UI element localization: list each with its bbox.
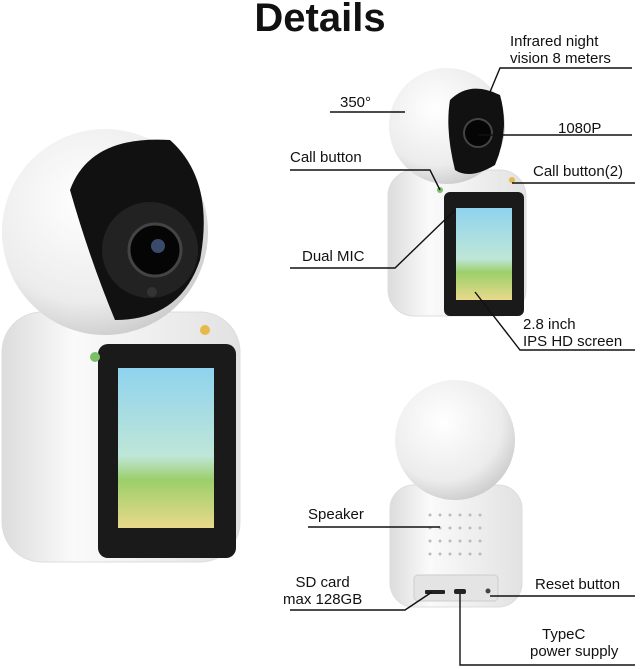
large-camera — [1, 129, 241, 563]
label-line: IPS HD screen — [523, 333, 623, 350]
label-resolution: 1080P — [558, 120, 602, 137]
label-sd-card: SD card max 128GB — [283, 574, 362, 608]
callout-lines — [290, 67, 635, 666]
label-line: 2.8 inch — [523, 316, 576, 333]
page-title: Details — [254, 0, 386, 40]
label-speaker: Speaker — [308, 506, 364, 523]
label-call-button: Call button — [290, 149, 362, 166]
label-call-button-2: Call button(2) — [533, 163, 624, 180]
label-typec: TypeC power supply — [530, 626, 618, 660]
front-camera — [387, 68, 527, 317]
label-reset-button: Reset button — [535, 576, 621, 593]
label-rotation: 350° — [340, 94, 372, 111]
label-line: vision 8 meters — [510, 50, 611, 67]
label-infrared: Infrared night vision 8 meters — [510, 33, 611, 67]
label-dual-mic: Dual MIC — [302, 248, 365, 265]
label-line: TypeC — [542, 626, 586, 643]
label-line: power supply — [530, 643, 619, 660]
label-screen: 2.8 inch IPS HD screen — [523, 316, 622, 350]
label-line: Infrared night — [510, 33, 599, 50]
label-line: SD card — [295, 574, 350, 591]
label-line: max 128GB — [283, 591, 363, 608]
rear-camera — [389, 380, 523, 608]
